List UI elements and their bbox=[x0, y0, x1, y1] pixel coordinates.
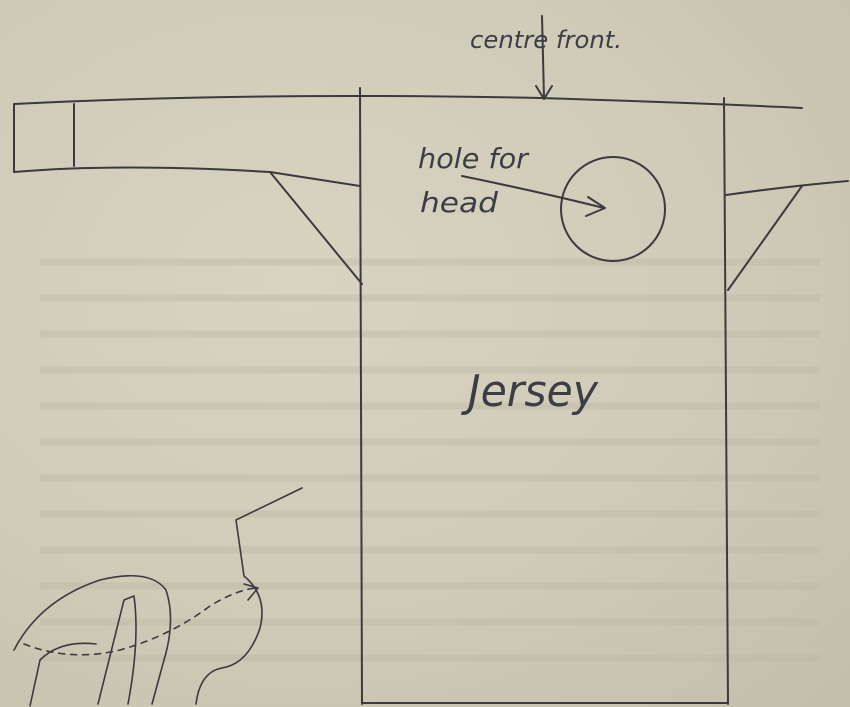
centre-front-label: centre front. bbox=[470, 26, 622, 54]
hole-for-head-label-line2: head bbox=[420, 186, 498, 219]
left-sleeve-cuff bbox=[13, 103, 75, 173]
head-hole-circle bbox=[560, 156, 666, 262]
jersey-label: Jersey bbox=[460, 366, 599, 417]
hole-for-head-label-line1: hole for bbox=[418, 142, 530, 175]
right-gusset bbox=[727, 185, 803, 291]
left-gusset bbox=[269, 171, 363, 285]
centre-front-arrow bbox=[535, 15, 553, 100]
left-sleeve-underarm bbox=[13, 166, 361, 187]
body-right-edge bbox=[723, 97, 729, 705]
show-through-text bbox=[40, 258, 820, 662]
head-hole-arrow bbox=[461, 175, 606, 217]
shoulder-line bbox=[13, 95, 803, 109]
body-left-edge bbox=[359, 87, 363, 705]
right-sleeve-underarm bbox=[725, 180, 849, 196]
figure-sketch bbox=[13, 487, 303, 707]
